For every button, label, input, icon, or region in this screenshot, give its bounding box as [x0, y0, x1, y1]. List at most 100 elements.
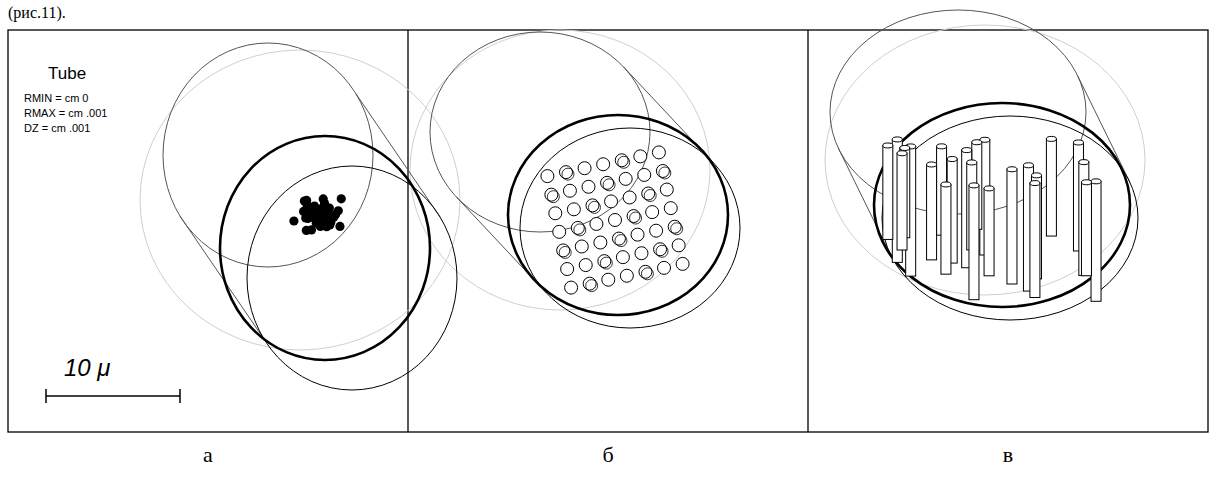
side-line: [180, 216, 264, 339]
rod-cap: [947, 157, 957, 162]
rod-end: [664, 202, 677, 215]
rod: [941, 182, 951, 274]
rod: [897, 151, 907, 250]
rod-end: [597, 158, 610, 171]
rod-body: [588, 201, 600, 213]
rod-end: [642, 187, 655, 200]
rod-end: [650, 224, 663, 237]
rod: [1081, 180, 1091, 276]
rod-end: [656, 164, 669, 177]
scale-line: [46, 395, 180, 397]
rod-end: [559, 166, 572, 179]
rod-end: [605, 195, 618, 208]
rod-body: [562, 168, 574, 180]
rod-end: [578, 162, 591, 175]
rod-grid: [541, 146, 689, 294]
rod-end: [639, 265, 652, 278]
front-face: [874, 103, 1130, 307]
rod-cap: [1079, 160, 1089, 165]
grain: [303, 214, 312, 223]
rod-cap: [892, 137, 902, 142]
rod-end: [579, 259, 592, 272]
rod-side: [1091, 181, 1101, 301]
back-face: [430, 32, 650, 232]
rod-end: [571, 221, 584, 234]
rod-side: [984, 188, 994, 275]
rod: [1007, 167, 1017, 284]
grain: [322, 222, 331, 231]
panel-letter: а: [203, 442, 213, 467]
table-divider: [807, 30, 808, 432]
rod-cap: [927, 162, 937, 167]
rod-end: [557, 244, 570, 257]
rod-end: [660, 183, 673, 196]
rod-cap: [1032, 173, 1042, 178]
rod-end: [553, 225, 566, 238]
rod-body: [641, 268, 653, 280]
rod-side: [1046, 139, 1056, 236]
grain: [289, 216, 298, 225]
rod-side: [1007, 169, 1017, 284]
rod: [883, 143, 893, 239]
rod-body: [644, 190, 656, 202]
particles: [289, 136, 1101, 301]
rod-end: [658, 261, 671, 274]
rod-end: [609, 214, 622, 227]
rod-cap: [984, 186, 994, 191]
rod: [969, 183, 979, 300]
scale-bar: [46, 389, 180, 403]
rod-bundle: [883, 136, 1101, 301]
tube-cylinder: [430, 32, 740, 328]
faint-circle: [140, 50, 460, 350]
grain: [334, 206, 343, 215]
rod-body: [656, 245, 668, 257]
rod-cap: [967, 160, 977, 165]
table-frame: [8, 30, 1208, 432]
rod-cap: [1046, 136, 1056, 141]
rod-end: [635, 247, 648, 260]
front-face: [508, 115, 728, 315]
shape-name: Tube: [48, 64, 86, 84]
rod-end: [549, 207, 562, 220]
rod-body: [615, 235, 627, 247]
rod-cap: [1023, 163, 1033, 168]
rod-cap: [900, 145, 910, 150]
rod: [1046, 136, 1056, 236]
rod-end: [541, 170, 554, 183]
rod-end: [567, 203, 580, 216]
rod: [984, 186, 994, 276]
scale-tick: [45, 389, 47, 403]
rod-body: [659, 167, 671, 179]
rod-end: [668, 220, 681, 233]
rod-side: [927, 164, 937, 259]
rod: [1091, 179, 1101, 301]
rod-end: [561, 263, 574, 276]
rod-end: [634, 150, 647, 163]
rod-end: [654, 243, 667, 256]
rod-side: [1030, 183, 1040, 297]
rod-end: [616, 251, 629, 264]
rod-cap: [969, 183, 979, 188]
figure-reference: (рис.11).: [8, 4, 66, 22]
table-border: [8, 30, 1208, 432]
grain: [335, 222, 344, 231]
rod-end: [565, 281, 578, 294]
scale-label: 10 μ: [64, 354, 111, 382]
rod-body: [586, 280, 598, 292]
grain-cluster: [289, 194, 346, 235]
parameter: RMIN = cm 0: [24, 92, 88, 105]
rod-cap: [1007, 167, 1017, 172]
tube-cylinder: [830, 10, 1138, 320]
panel-letter: в: [1003, 442, 1013, 467]
rod-cap: [1091, 179, 1101, 184]
panel-letter: б: [602, 442, 613, 467]
scale-tick: [179, 389, 181, 403]
rod-side: [969, 185, 979, 299]
rod-cap: [937, 144, 947, 149]
rod-body: [603, 179, 615, 191]
parameter: RMAX = cm .001: [24, 107, 107, 120]
rod-cap: [972, 140, 982, 145]
rod-end: [620, 269, 633, 282]
rod-end: [631, 228, 644, 241]
rod-end: [594, 236, 607, 249]
